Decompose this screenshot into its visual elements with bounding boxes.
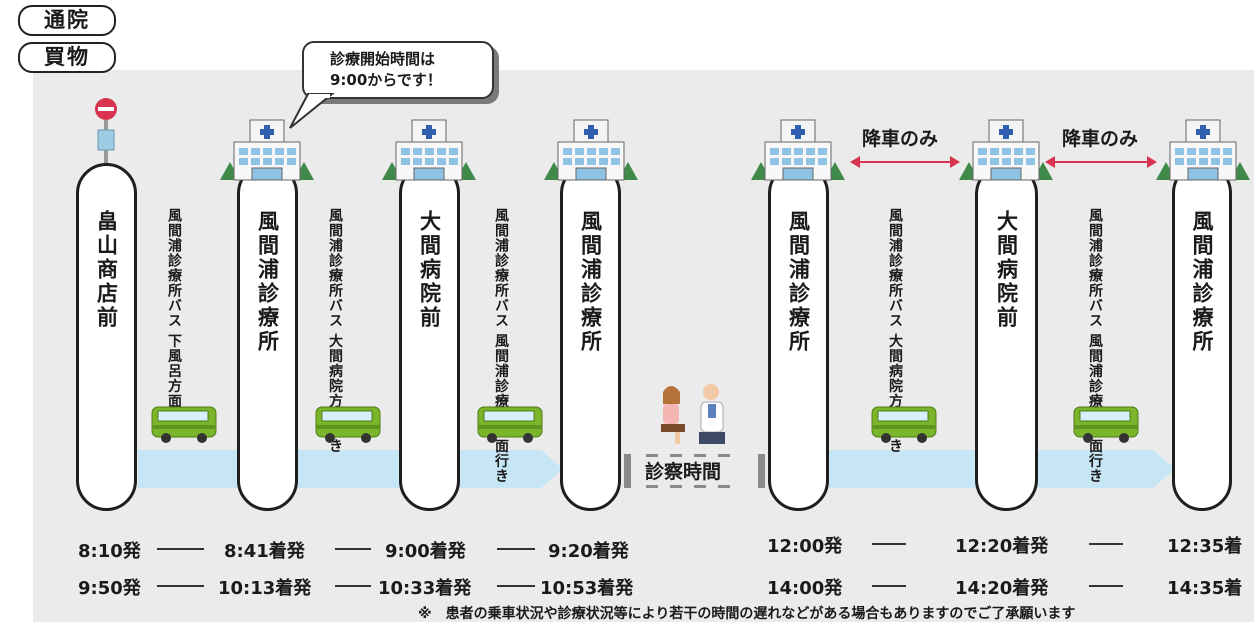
bus-icon xyxy=(151,406,217,444)
stop-name: 風間浦診療所 xyxy=(578,210,603,354)
alight-only-label: 降車のみ xyxy=(1062,128,1139,150)
background-panel xyxy=(33,70,1254,622)
route-line-1: 風間浦診療所バス xyxy=(166,208,182,328)
time-r1-7: 12:35着 xyxy=(1167,536,1243,557)
stop-pill-3: 大間病院前 xyxy=(399,163,460,511)
hospital-icon xyxy=(751,119,845,181)
separator-line xyxy=(497,585,535,587)
hospital-icon xyxy=(220,119,314,181)
stop-name: 大間病院前 xyxy=(994,210,1019,330)
stop-name: 大間病院前 xyxy=(417,210,442,330)
route-line-1: 風間浦診療所バス xyxy=(1087,208,1103,328)
hospital-icon xyxy=(959,119,1053,181)
bus-icon xyxy=(871,406,937,444)
time-r2-3: 10:33着発 xyxy=(378,578,472,599)
separator-line xyxy=(497,548,535,550)
route-band-morning xyxy=(138,450,541,488)
bubble-line-1: 診療開始時間は xyxy=(330,50,436,68)
time-r1-5: 12:00発 xyxy=(767,536,843,557)
time-r1-4: 9:20着発 xyxy=(548,541,629,562)
doctor-patient-icon xyxy=(661,384,725,444)
exam-time-marker xyxy=(624,454,765,488)
stop-pill-4: 風間浦診療所 xyxy=(560,163,621,511)
separator-line xyxy=(335,548,371,550)
time-r1-2: 8:41着発 xyxy=(224,541,305,562)
time-r2-2: 10:13着発 xyxy=(218,578,312,599)
separator-line xyxy=(872,543,906,545)
separator-line xyxy=(335,585,371,587)
route-arrow-afternoon xyxy=(1153,450,1175,488)
stop-name: 風間浦診療所 xyxy=(786,210,811,354)
stop-name: 畠山商店前 xyxy=(94,210,119,330)
double-arrow-icon xyxy=(850,156,960,168)
double-arrow-icon xyxy=(1045,156,1157,168)
start-time-bubble: 診療開始時間は 9:00からです！ xyxy=(302,41,494,99)
stop-pill-1: 畠山商店前 xyxy=(76,163,137,511)
stop-pill-5: 風間浦診療所 xyxy=(768,163,829,511)
exam-time-label: 診察時間 xyxy=(645,461,722,483)
shopping-tag: 買物 xyxy=(18,42,116,73)
bus-icon xyxy=(1073,406,1139,444)
time-r1-1: 8:10発 xyxy=(78,541,141,562)
route-line-1: 風間浦診療所バス xyxy=(327,208,343,328)
time-r2-7: 14:35着 xyxy=(1167,578,1243,599)
commute-tag: 通院 xyxy=(18,5,116,36)
bubble-tail-icon xyxy=(289,93,335,129)
time-r1-6: 12:20着発 xyxy=(955,536,1049,557)
stop-name: 風間浦診療所 xyxy=(255,210,280,354)
time-r1-3: 9:00着発 xyxy=(385,541,466,562)
route-arrow-morning xyxy=(541,450,563,488)
separator-line xyxy=(1089,585,1123,587)
alight-only-label: 降車のみ xyxy=(862,128,939,150)
time-r2-6: 14:20着発 xyxy=(955,578,1049,599)
hospital-icon xyxy=(1156,119,1250,181)
separator-line xyxy=(1089,543,1123,545)
stop-pill-7: 風間浦診療所 xyxy=(1172,163,1232,511)
time-r2-1: 9:50発 xyxy=(78,578,141,599)
stop-pill-6: 大間病院前 xyxy=(975,163,1038,511)
bubble-line-2: 9:00からです！ xyxy=(330,71,442,89)
hospital-icon xyxy=(382,119,476,181)
separator-line xyxy=(157,585,204,587)
bus-icon xyxy=(315,406,381,444)
disclaimer-note: ※ 患者の乗車状況や診療状況等により若干の時間の遅れなどがある場合もありますので… xyxy=(418,606,1076,622)
time-r2-4: 10:53着発 xyxy=(540,578,634,599)
separator-line xyxy=(157,548,204,550)
stop-pill-2: 風間浦診療所 xyxy=(237,163,298,511)
separator-line xyxy=(872,585,906,587)
hospital-icon xyxy=(544,119,638,181)
route-line-1: 風間浦診療所バス xyxy=(493,208,509,328)
bus-icon xyxy=(477,406,543,444)
stop-name: 風間浦診療所 xyxy=(1190,210,1214,354)
time-r2-5: 14:00発 xyxy=(767,578,843,599)
route-line-1: 風間浦診療所バス xyxy=(887,208,903,328)
